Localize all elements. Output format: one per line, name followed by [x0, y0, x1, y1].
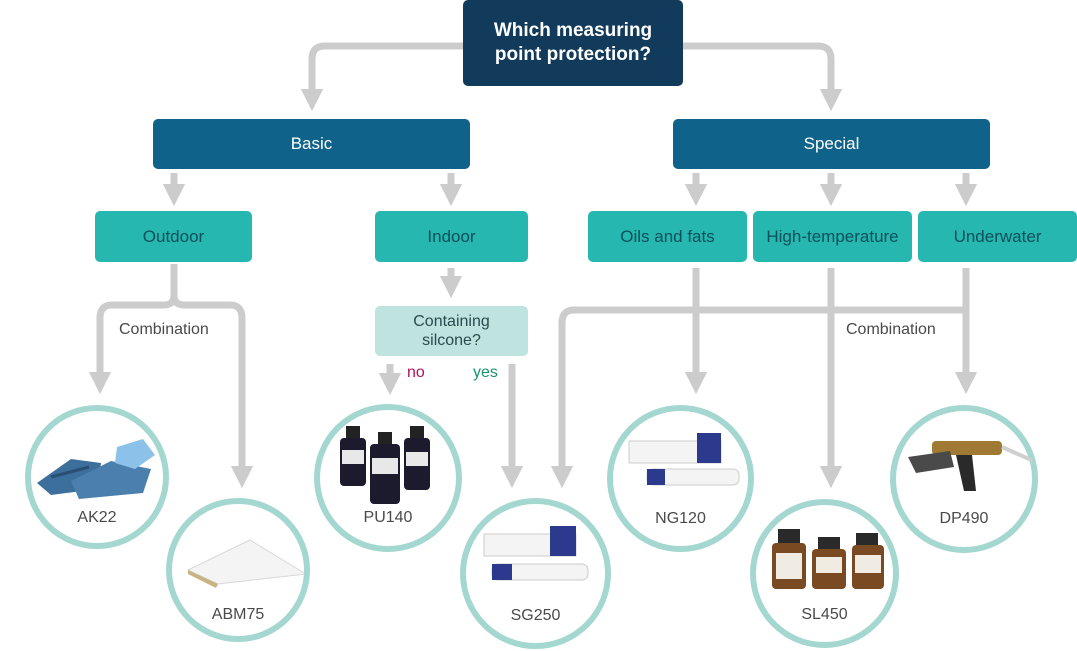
arrow-root-basic: [300, 42, 466, 112]
env-indoor: Indoor: [375, 211, 528, 262]
answer-yes: yes: [473, 364, 498, 381]
combination-label-right: Combination: [846, 321, 936, 338]
product-pu140-image: [340, 426, 430, 504]
answer-no: no: [407, 364, 425, 381]
product-ng120: NG120: [607, 405, 754, 552]
product-sg250-image: [483, 526, 589, 581]
env-high-temperature: High-temperature: [753, 211, 912, 262]
product-pu140: PU140: [314, 404, 462, 552]
question-silicone: Containing silcone?: [375, 306, 528, 356]
product-ng120-image: [628, 433, 740, 486]
env-underwater: Underwater: [918, 211, 1077, 262]
product-dp490-label: DP490: [939, 510, 989, 527]
product-abm75-image: [186, 539, 304, 588]
product-sl450-label: SL450: [801, 606, 848, 623]
product-ng120-label: NG120: [655, 510, 706, 527]
product-pu140-label: PU140: [363, 509, 413, 526]
product-ak22-image: [37, 439, 155, 499]
env-outdoor: Outdoor: [95, 211, 252, 262]
product-sg250: SG250: [460, 498, 611, 649]
product-dp490: DP490: [890, 405, 1038, 553]
product-ak22: AK22: [25, 405, 169, 549]
env-oils-and-fats: Oils and fats: [588, 211, 747, 262]
product-abm75: ABM75: [166, 498, 310, 642]
product-sg250-label: SG250: [510, 607, 561, 624]
arrow-outdoor-abm75: [170, 294, 254, 489]
arrow-combination-sg250: [550, 306, 966, 489]
product-dp490-image: [908, 441, 1032, 491]
product-abm75-label: ABM75: [211, 606, 265, 623]
question-line-1: Containing: [413, 313, 490, 330]
root-question-line-1: Which measuring: [493, 20, 653, 41]
question-line-2: silcone?: [422, 332, 481, 349]
product-sl450: SL450: [750, 499, 899, 648]
root-question-line-2: point protection?: [494, 44, 652, 65]
category-basic: Basic: [153, 119, 470, 169]
product-sl450-image: [772, 529, 884, 589]
category-special: Special: [673, 119, 990, 169]
root-question-box: Which measuring point protection?: [463, 0, 683, 86]
product-ak22-label: AK22: [77, 509, 117, 526]
combination-label-left: Combination: [119, 321, 209, 338]
arrow-root-special: [680, 42, 843, 112]
